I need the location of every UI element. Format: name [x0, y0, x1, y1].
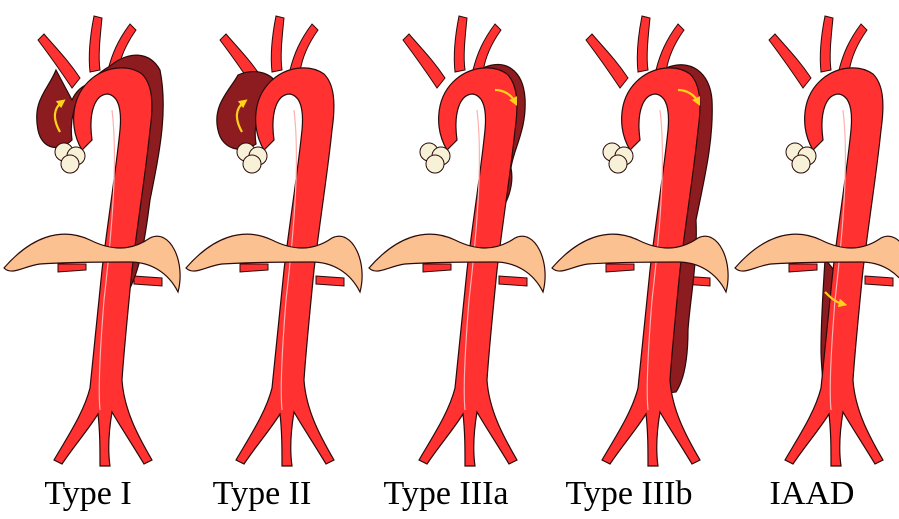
panel-label-type-iiib: Type IIIb	[539, 474, 719, 514]
branch-vessel	[586, 34, 628, 88]
valve-cusp	[243, 155, 261, 173]
branch-vessel	[316, 276, 344, 286]
panel-4	[552, 16, 728, 466]
branch-vessel	[58, 264, 86, 272]
branch-vessel	[423, 264, 451, 272]
panel-1	[4, 16, 180, 466]
branch-vessel	[865, 276, 893, 286]
branch-vessel	[89, 16, 102, 72]
panel-label-type-ii: Type II	[172, 474, 352, 514]
panel-label-type-iiia: Type IIIa	[356, 474, 536, 514]
valve-cusp	[609, 155, 627, 173]
branch-vessel	[820, 16, 833, 72]
valve-cusp	[426, 155, 444, 173]
branch-vessel	[403, 34, 445, 88]
panel-2	[186, 16, 362, 466]
panel-label-iaad: IAAD	[722, 474, 899, 514]
branch-vessel	[499, 276, 527, 286]
valve-cusp	[61, 155, 79, 173]
branch-vessel	[769, 34, 811, 88]
branch-vessel	[637, 16, 650, 72]
branch-vessel	[454, 16, 467, 72]
branch-vessel	[271, 16, 284, 72]
branch-vessel	[240, 264, 268, 272]
valve-cusp	[792, 155, 810, 173]
panel-label-type-i: Type I	[0, 474, 178, 514]
panel-5	[735, 16, 899, 466]
panel-3	[369, 16, 545, 466]
branch-vessel	[290, 24, 318, 72]
branch-vessel	[839, 24, 867, 72]
branch-vessel	[134, 276, 162, 286]
branch-vessel	[789, 264, 817, 272]
branch-vessel	[606, 264, 634, 272]
